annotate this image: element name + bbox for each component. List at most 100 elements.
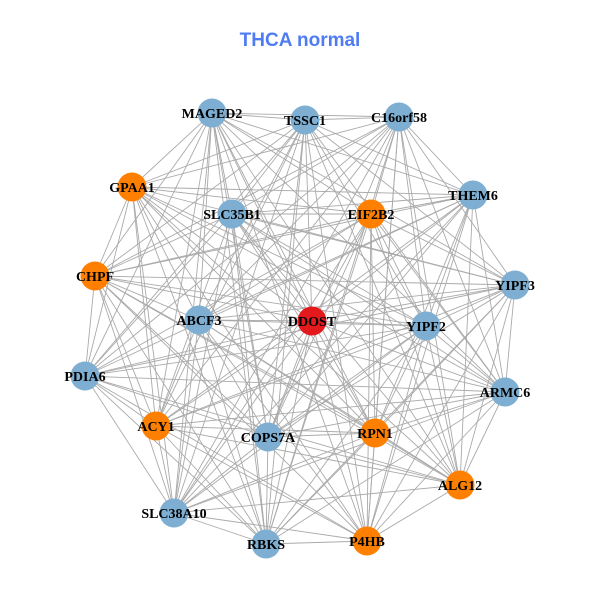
edge-SLC35B1-COPS7A	[231, 213, 269, 438]
edge-GPAA1-ARMC6	[131, 186, 506, 393]
edge-SLC35B1-PDIA6	[84, 213, 233, 377]
edge-MAGED2-CHPF	[94, 112, 213, 277]
node-SLC35B1[interactable]: SLC35B1	[203, 199, 261, 229]
edge-SLC35B1-ARMC6	[231, 213, 506, 393]
edge-ARMC6-COPS7A	[267, 391, 506, 438]
edge-EIF2B2-RBKS	[265, 213, 372, 545]
node-circle[interactable]	[184, 305, 214, 335]
edge-C16orf58-SLC38A10	[173, 116, 400, 514]
edge-THEM6-CHPF	[94, 194, 474, 277]
edge-GPAA1-RBKS	[131, 186, 267, 545]
edge-YIPF3-ABCF3	[198, 284, 516, 321]
node-label: ALG12	[438, 479, 482, 494]
edge-YIPF2-COPS7A	[267, 325, 427, 438]
node-ABCF3[interactable]: ABCF3	[176, 305, 222, 335]
node-circle[interactable]	[500, 270, 530, 300]
node-circle[interactable]	[490, 377, 520, 407]
edge-YIPF3-YIPF2	[425, 284, 516, 327]
edge-THEM6-DDOST	[311, 194, 474, 322]
edge-TSSC1-C16orf58	[304, 116, 400, 121]
node-RPN1[interactable]: RPN1	[357, 418, 393, 448]
node-circle[interactable]	[384, 102, 414, 132]
edge-PDIA6-SLC38A10	[84, 375, 175, 514]
edge-YIPF3-ARMC6	[504, 284, 516, 393]
edge-EIF2B2-ALG12	[370, 213, 461, 486]
node-circle[interactable]	[352, 526, 382, 556]
node-GPAA1[interactable]: GPAA1	[109, 172, 155, 202]
edge-ACY1-SLC38A10	[155, 425, 175, 514]
edge-EIF2B2-YIPF3	[370, 213, 516, 286]
node-EIF2B2[interactable]: EIF2B2	[348, 199, 395, 229]
edge-DDOST-ARMC6	[311, 320, 506, 393]
edge-TSSC1-CHPF	[94, 119, 306, 277]
edge-SLC35B1-SLC38A10	[173, 213, 233, 514]
node-C16orf58[interactable]: C16orf58	[371, 102, 427, 132]
node-circle[interactable]	[253, 422, 283, 452]
edge-CHPF-RPN1	[94, 275, 376, 434]
edge-YIPF2-SLC38A10	[173, 325, 427, 514]
node-MAGED2[interactable]: MAGED2	[182, 98, 243, 128]
edge-EIF2B2-YIPF2	[370, 213, 427, 327]
edge-RPN1-SLC38A10	[173, 432, 376, 514]
edge-SLC35B1-YIPF2	[231, 213, 427, 327]
node-circle[interactable]	[290, 105, 320, 135]
node-label: C16orf58	[371, 111, 427, 126]
node-CHPF[interactable]: CHPF	[76, 261, 114, 291]
node-circle[interactable]	[411, 311, 441, 341]
node-circle[interactable]	[80, 261, 110, 291]
node-YIPF3[interactable]: YIPF3	[495, 270, 535, 300]
edge-ARMC6-ACY1	[155, 391, 506, 427]
chart-title: THCA normal	[239, 30, 361, 51]
node-circle[interactable]	[356, 199, 386, 229]
edge-THEM6-YIPF2	[425, 194, 474, 327]
edge-YIPF2-PDIA6	[84, 325, 427, 377]
edge-THEM6-PDIA6	[84, 194, 474, 377]
node-SLC38A10[interactable]: SLC38A10	[141, 498, 207, 528]
node-circle[interactable]	[70, 361, 100, 391]
edge-TSSC1-DDOST	[304, 119, 313, 322]
node-circle[interactable]	[197, 98, 227, 128]
edge-ABCF3-SLC38A10	[173, 319, 200, 514]
node-circle[interactable]	[458, 180, 488, 210]
node-circle[interactable]	[445, 470, 475, 500]
node-circle[interactable]	[217, 199, 247, 229]
edge-EIF2B2-ABCF3	[198, 213, 372, 321]
edge-TSSC1-ARMC6	[304, 119, 506, 393]
node-P4HB[interactable]: P4HB	[349, 526, 385, 556]
node-circle[interactable]	[159, 498, 189, 528]
edge-MAGED2-EIF2B2	[211, 112, 372, 215]
node-ALG12[interactable]: ALG12	[438, 470, 482, 500]
node-label: COPS7A	[241, 431, 296, 446]
edge-CHPF-COPS7A	[94, 275, 269, 438]
edge-ARMC6-RPN1	[374, 391, 506, 434]
edge-RBKS-P4HB	[265, 540, 368, 545]
edge-SLC35B1-THEM6	[231, 194, 474, 215]
edge-MAGED2-DDOST	[211, 112, 313, 322]
node-circle[interactable]	[360, 418, 390, 448]
node-DDOST[interactable]: DDOST	[288, 306, 337, 336]
node-circle[interactable]	[297, 306, 327, 336]
node-label: CHPF	[76, 270, 114, 285]
node-TSSC1[interactable]: TSSC1	[284, 105, 326, 135]
edge-COPS7A-RPN1	[267, 432, 376, 438]
edge-YIPF3-P4HB	[366, 284, 516, 542]
edge-GPAA1-RPN1	[131, 186, 376, 434]
edge-COPS7A-ALG12	[267, 436, 461, 486]
node-THEM6[interactable]: THEM6	[448, 180, 498, 210]
edge-MAGED2-P4HB	[211, 112, 368, 542]
node-circle[interactable]	[141, 411, 171, 441]
node-RBKS[interactable]: RBKS	[247, 529, 285, 559]
node-PDIA6[interactable]: PDIA6	[64, 361, 106, 391]
node-ARMC6[interactable]: ARMC6	[480, 377, 531, 407]
edge-SLC35B1-RBKS	[231, 213, 267, 545]
node-COPS7A[interactable]: COPS7A	[241, 422, 296, 452]
edge-YIPF3-ALG12	[459, 284, 516, 486]
node-YIPF2[interactable]: YIPF2	[406, 311, 446, 341]
node-circle[interactable]	[117, 172, 147, 202]
edge-ARMC6-RBKS	[265, 391, 506, 545]
node-circle[interactable]	[251, 529, 281, 559]
edge-MAGED2-GPAA1	[131, 112, 213, 188]
node-ACY1[interactable]: ACY1	[137, 411, 175, 441]
